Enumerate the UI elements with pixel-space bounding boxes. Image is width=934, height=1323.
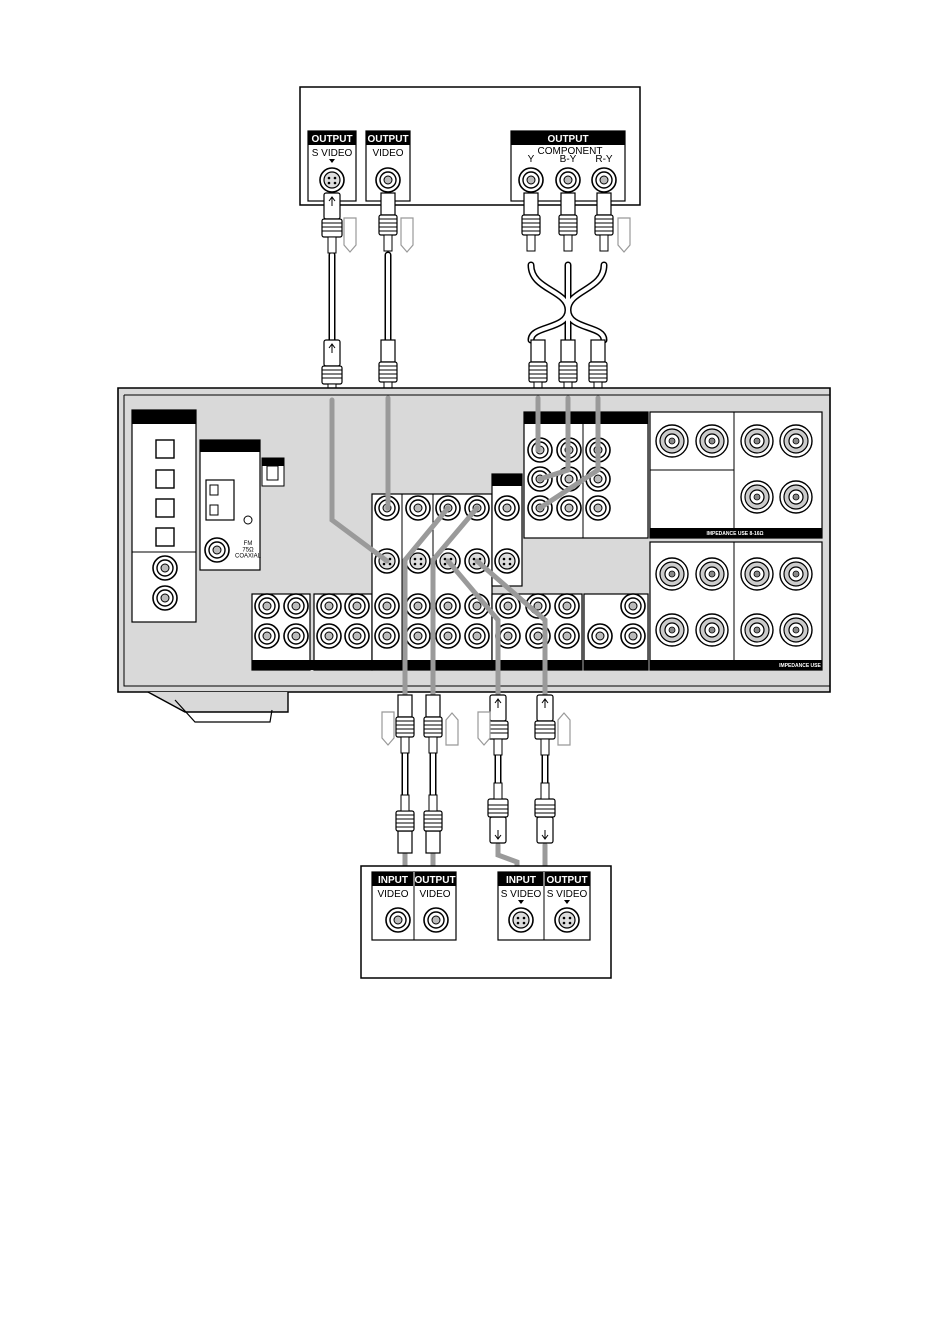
source-video-output: OUTPUT VIDEO: [366, 131, 410, 201]
recorder-svideo-input-label: S VIDEO: [501, 889, 542, 900]
plug-svideo-out-upper: [488, 695, 508, 755]
source-video-output-label: VIDEO: [372, 148, 403, 159]
recorder-svideo-input-header: INPUT: [506, 875, 536, 886]
plug-component-ry-source: [595, 193, 613, 251]
plug-component-by-source: [559, 193, 577, 251]
source-component-output: OUTPUT COMPONENT Y B-Y R-Y: [511, 131, 625, 201]
recorder-video-jacks: INPUT OUTPUT VIDEO VIDEO: [372, 872, 456, 940]
recorder-svideo-output-header: OUTPUT: [546, 875, 587, 886]
source-svideo-output-label: S VIDEO: [312, 148, 353, 159]
plug-video-out-upper: [396, 695, 414, 753]
source-component-header: OUTPUT: [547, 134, 588, 145]
cables-source-to-receiver: [332, 255, 604, 340]
plug-svideo-in-lower: [488, 783, 508, 843]
receiver-digital-inputs: [132, 410, 196, 622]
source-component-by-label: B-Y: [560, 154, 577, 165]
impedance-label-top: IMPEDANCE USE 8-16Ω: [706, 531, 763, 537]
recorder-svideo-jacks: INPUT OUTPUT S VIDEO S VIDEO: [498, 872, 590, 940]
plug-video-out-lower: [424, 795, 442, 853]
source-component-ry-label: R-Y: [595, 154, 613, 165]
source-svideo-output-header: OUTPUT: [311, 134, 352, 145]
recorder-svideo-output-label: S VIDEO: [547, 889, 588, 900]
impedance-label-bottom: IMPEDANCE USE: [779, 663, 821, 669]
recorder-video-output-header: OUTPUT: [414, 875, 455, 886]
plug-svideo-out-lower: [535, 783, 555, 843]
plug-svideo-source: [322, 193, 342, 253]
plug-svideo-in-upper: [535, 695, 555, 755]
plug-video-in-upper: [424, 695, 442, 753]
plug-component-y-source: [522, 193, 540, 251]
source-component-y-label: Y: [528, 154, 535, 165]
plug-video-source: [379, 193, 397, 251]
recorder-video-input-label: VIDEO: [377, 889, 408, 900]
recorder-video-input-header: INPUT: [378, 875, 408, 886]
recorder-video-output-label: VIDEO: [419, 889, 450, 900]
source-svideo-output: OUTPUT S VIDEO: [308, 131, 356, 201]
source-video-output-header: OUTPUT: [367, 134, 408, 145]
plug-video-in-lower: [396, 795, 414, 853]
